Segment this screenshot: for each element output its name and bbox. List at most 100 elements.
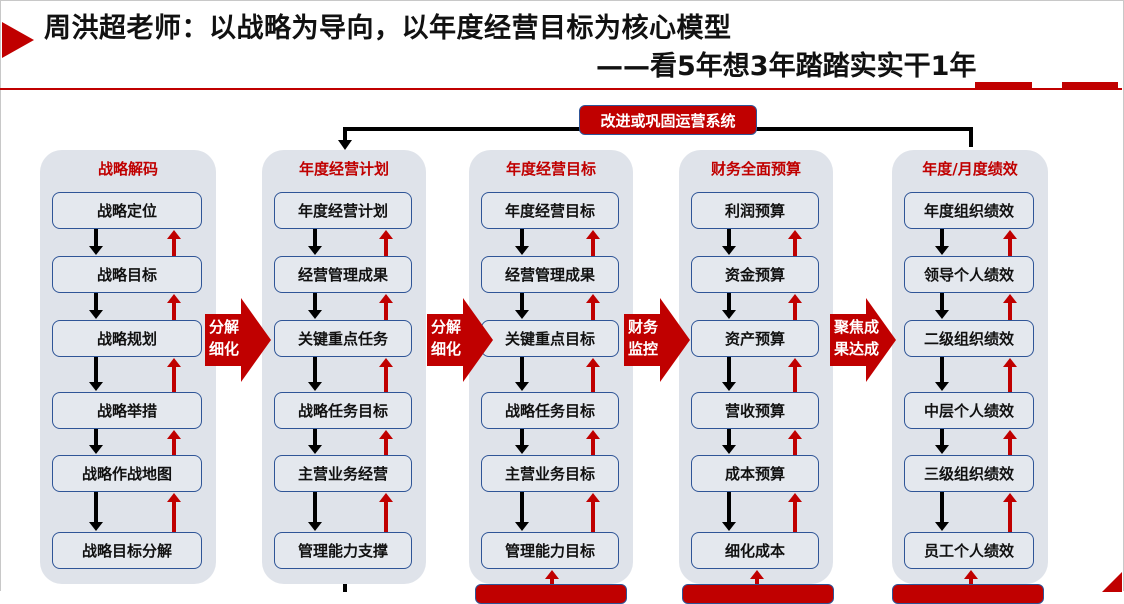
connector-label: 财务 监控 xyxy=(628,318,659,358)
connector-label: 分解 细化 xyxy=(431,318,462,358)
flow-node: 资金预算 xyxy=(691,256,819,293)
arrow-body xyxy=(427,314,463,366)
up-arrow-icon xyxy=(167,358,181,392)
flow-node: 主营业务目标 xyxy=(481,455,619,492)
flow-node: 三级组织绩效 xyxy=(904,455,1034,492)
flow-node: 战略任务目标 xyxy=(274,392,412,429)
flow-node: 管理能力支撑 xyxy=(274,532,412,569)
down-arrow-icon xyxy=(307,229,322,255)
flow-node: 年度组织绩效 xyxy=(904,192,1034,229)
flow-node: 二级组织绩效 xyxy=(904,320,1034,357)
flow-node: 战略作战地图 xyxy=(52,455,202,492)
connector-arrow-2: 分解 细化 xyxy=(427,298,493,382)
connector-arrow-1: 分解 细化 xyxy=(205,298,271,382)
down-arrow-icon xyxy=(935,357,950,391)
up-arrow-icon xyxy=(586,493,601,532)
flow-node: 年度经营计划 xyxy=(274,192,412,229)
up-arrow-icon xyxy=(1003,493,1017,532)
flow-node: 战略任务目标 xyxy=(481,392,619,429)
arrow-head-icon xyxy=(660,298,690,382)
down-arrow-icon xyxy=(935,229,950,255)
flow-node: 员工个人绩效 xyxy=(904,532,1034,569)
up-arrow-icon xyxy=(586,294,601,320)
flow-node: 关键重点目标 xyxy=(481,320,619,357)
column-panel-4: 财务全面预算利润预算资金预算资产预算营收预算成本预算细化成本 xyxy=(679,150,833,592)
arrow-head-icon xyxy=(241,298,271,382)
up-arrow-icon xyxy=(1003,358,1017,392)
title-divider xyxy=(0,88,1122,90)
flow-node: 营收预算 xyxy=(691,392,819,429)
bottom-box-col5 xyxy=(892,584,1044,604)
up-arrow-icon xyxy=(1003,230,1017,256)
flow-node: 管理能力目标 xyxy=(481,532,619,569)
up-arrow-icon xyxy=(788,430,803,455)
arrow-head-icon xyxy=(866,298,896,382)
up-arrow-icon xyxy=(1003,294,1017,320)
connector-arrow-3: 财务 监控 xyxy=(624,298,690,382)
down-arrow-icon xyxy=(514,293,529,319)
up-arrow-icon xyxy=(586,358,601,392)
arrow-body xyxy=(624,314,660,366)
down-arrow-icon xyxy=(307,357,322,391)
flow-node: 细化成本 xyxy=(691,532,819,569)
down-arrow-icon xyxy=(935,492,950,531)
down-arrow-icon xyxy=(935,429,950,454)
flow-node: 领导个人绩效 xyxy=(904,256,1034,293)
feedback-arrowhead-icon xyxy=(338,140,352,150)
connector-label: 聚焦成 果达成 xyxy=(834,318,880,358)
up-arrow-icon xyxy=(788,230,803,256)
down-arrow-icon xyxy=(89,357,103,391)
column-panel-1: 战略解码战略定位战略目标战略规划战略举措战略作战地图战略目标分解 xyxy=(40,150,216,584)
up-arrow-icon xyxy=(167,493,181,532)
down-arrow-icon xyxy=(89,293,103,319)
column-title: 战略解码 xyxy=(97,160,158,178)
flow-node: 战略目标分解 xyxy=(52,532,202,569)
column-title: 年度经营计划 xyxy=(298,160,389,178)
down-arrow-icon xyxy=(514,229,529,255)
up-arrow-icon xyxy=(379,358,394,392)
up-arrow-icon xyxy=(379,230,394,256)
flow-node: 中层个人绩效 xyxy=(904,392,1034,429)
up-arrow-icon xyxy=(788,294,803,320)
connector-arrow-4: 聚焦成 果达成 xyxy=(830,298,896,382)
down-arrow-icon xyxy=(721,429,736,454)
flow-node: 战略目标 xyxy=(52,256,202,293)
down-arrow-icon xyxy=(721,229,736,255)
flow-node: 利润预算 xyxy=(691,192,819,229)
arrow-body xyxy=(205,314,241,366)
up-arrow-icon xyxy=(586,430,601,455)
bottom-line-col2 xyxy=(343,584,347,592)
page-subtitle: ——看5年想3年踏踏实实干1年 xyxy=(596,51,977,82)
flow-node: 年度经营目标 xyxy=(481,192,619,229)
flow-node: 战略举措 xyxy=(52,392,202,429)
down-arrow-icon xyxy=(89,492,103,531)
feedback-line-right xyxy=(969,127,973,147)
arrow-head-icon xyxy=(463,298,493,382)
flow-node: 资产预算 xyxy=(691,320,819,357)
up-arrow-icon xyxy=(379,430,394,455)
down-arrow-icon xyxy=(514,492,529,531)
flow-node: 战略定位 xyxy=(52,192,202,229)
up-arrow-icon xyxy=(788,493,803,532)
up-arrow-icon xyxy=(379,493,394,532)
up-arrow-icon xyxy=(379,294,394,320)
flow-node: 主营业务经营 xyxy=(274,455,412,492)
down-arrow-icon xyxy=(721,293,736,319)
divider-accent-2 xyxy=(1062,82,1118,88)
down-arrow-icon xyxy=(721,357,736,391)
up-arrow-icon xyxy=(167,230,181,256)
down-arrow-icon xyxy=(307,293,322,319)
title-bullet-triangle-icon xyxy=(2,22,34,58)
up-arrow-icon xyxy=(1003,430,1017,455)
down-arrow-icon xyxy=(89,229,103,255)
column-title: 年度经营目标 xyxy=(505,160,596,178)
column-panel-5: 年度/月度绩效年度组织绩效领导个人绩效二级组织绩效中层个人绩效三级组织绩效员工个… xyxy=(892,150,1048,592)
divider-accent-1 xyxy=(975,82,1032,88)
flow-node: 关键重点任务 xyxy=(274,320,412,357)
corner-triangle-icon xyxy=(1102,572,1122,592)
flow-node: 成本预算 xyxy=(691,455,819,492)
down-arrow-icon xyxy=(721,492,736,531)
flow-node: 经营管理成果 xyxy=(481,256,619,293)
up-arrow-icon xyxy=(167,430,181,455)
down-arrow-icon xyxy=(935,293,950,319)
